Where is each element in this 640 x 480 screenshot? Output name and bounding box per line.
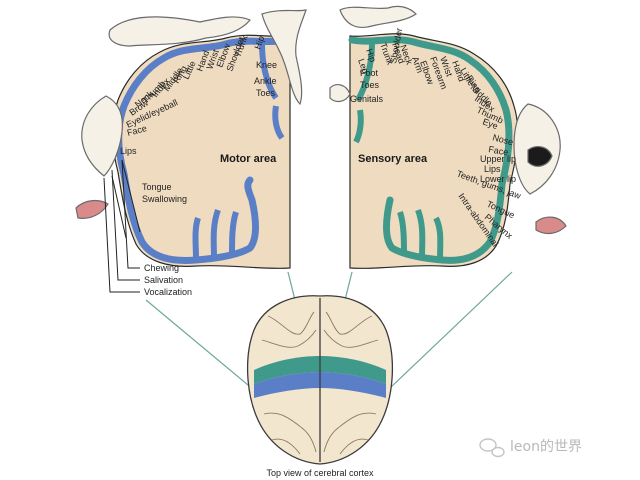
motor-face-drawing [81,95,123,177]
brain-caption: Top view of cerebral cortex [266,468,374,478]
callout-line-vocalization [103,177,140,293]
gyrus-line-8 [339,438,369,455]
motor-label-hip: Hip [252,35,266,51]
gyrus-line-6 [323,412,377,453]
projection-motor-left [145,299,255,391]
sensory-sulcus-2 [353,109,364,144]
sensory-label-face: Face [488,144,509,157]
sensory-label-eye: Eye [481,116,499,131]
callout-arrow-1 [121,159,141,233]
callout-line-chewing [121,159,140,269]
motor-sulcus-1 [259,43,279,100]
sensory-sulcus-3 [433,216,444,261]
sensory-tongue-drawing [535,216,567,235]
sensory-sulcus-5 [397,211,407,257]
sensory-label-foot: Foot [360,68,379,78]
sensory-mouth-drawing [527,146,553,167]
gyrus-line-2 [261,329,317,348]
sensory-label-toes: Toes [360,80,380,90]
callout-arrow-2 [111,175,127,239]
motor-homunculus-illustration [75,9,307,219]
gyrus-line-1 [267,311,315,335]
motor-label-toes: Toes [256,88,276,98]
motor-band [115,36,292,264]
label-salivation: Salivation [144,275,183,285]
motor-sulcus-2 [272,105,285,140]
sensory-sulcus-4 [415,208,426,259]
motor-label-tongue: Tongue [142,182,172,192]
watermark: leon的世界 [479,438,582,458]
motor-label-lips: Lips [120,146,137,156]
wechat-bubble-large [479,438,497,452]
motor-sulcus-3 [192,217,201,261]
sensory-label-lips: Lips [484,164,501,174]
motor-label-swallowing: Swallowing [142,194,187,204]
brain-top-view [246,295,394,465]
sensory-foot-drawing [329,84,351,103]
sensory-homunculus-illustration [329,5,567,235]
sensory-sulcus-1 [355,43,375,102]
sensory-label-genitals: Genitals [350,94,384,104]
motor-hand-drawing [108,16,251,47]
gyrus-line-4 [323,329,379,348]
motor-sulcus-5 [229,211,239,257]
label-vocalization: Vocalization [144,287,192,297]
gyrus-line-5 [263,412,317,453]
sensory-area-title: Sensory area [358,153,428,165]
gyrus-line-3 [325,311,373,335]
sensory-cortex-section [348,33,519,269]
sensory-arm-drawing [339,5,417,29]
sensory-label-lower-lip: Lower lip [480,174,516,184]
callout-line-salivation [111,169,140,281]
label-chewing: Chewing [144,263,179,273]
motor-label-ankle: Ankle [254,76,277,86]
motor-label-knee: Knee [256,60,277,70]
wechat-icon [479,438,505,458]
projection-sensory-right [389,271,513,389]
gyrus-line-7 [271,438,301,455]
motor-function-labels: Chewing Salivation Vocalization [144,263,192,297]
sensory-label-hip: Hip [364,47,378,63]
brain-gyri [261,311,379,455]
watermark-text: leon的世界 [510,439,582,455]
motor-callouts [103,159,141,293]
motor-tongue-drawing [75,199,109,219]
motor-sulcus-4 [210,208,221,259]
wechat-bubble-small [491,446,505,458]
motor-cortex-section [112,34,292,269]
motor-leg-drawing [261,9,307,106]
sensory-label-leg: Leg [356,57,371,75]
sensory-label-upper-lip: Upper lip [480,154,516,164]
motor-area-title: Motor area [220,153,277,165]
